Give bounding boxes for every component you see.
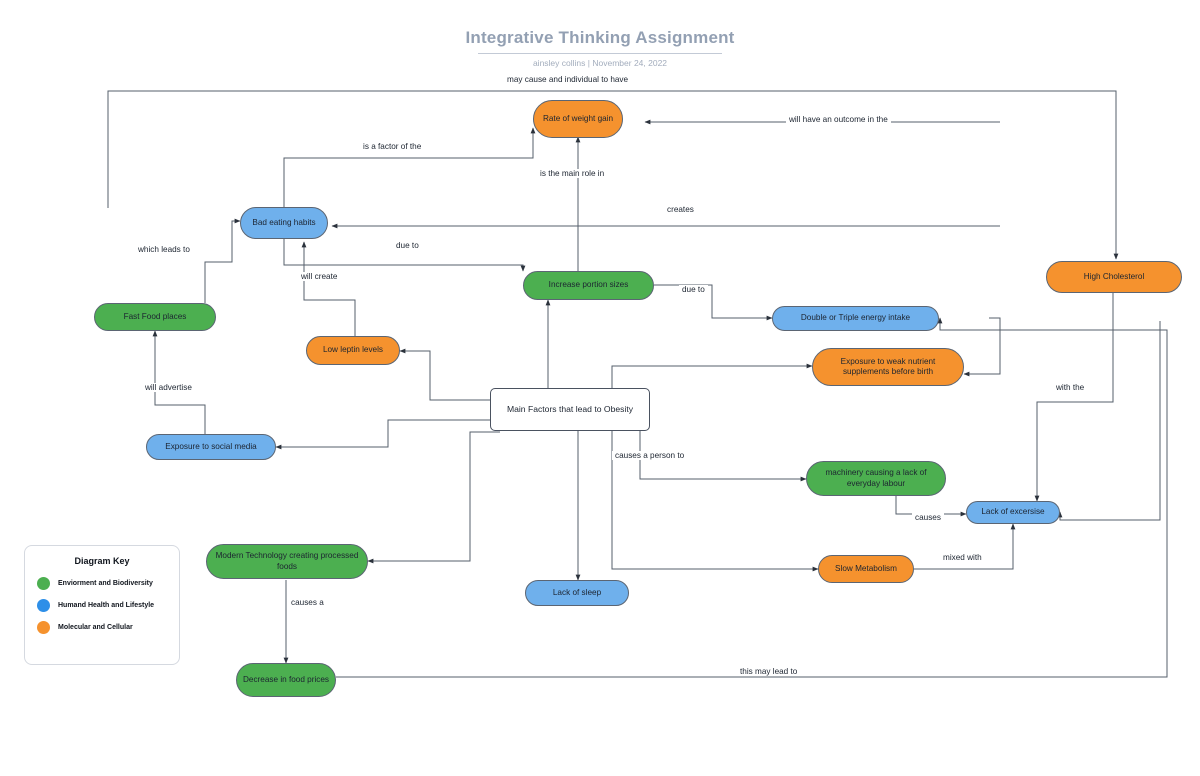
node-label: Decrease in food prices xyxy=(243,674,330,684)
edge-label-causes: causes xyxy=(912,513,944,522)
edge-label-will-have-outcome: will have an outcome in the xyxy=(786,115,891,124)
node-double-or-triple-energy-intake[interactable]: Double or Triple energy intake xyxy=(772,306,939,331)
node-label: Rate of weight gain xyxy=(542,113,614,123)
node-label: Bad eating habits xyxy=(252,217,316,227)
legend-swatch-green-icon xyxy=(37,577,50,590)
node-label: Increase portion sizes xyxy=(548,280,629,290)
legend-item-environment: Enviorment and Biodiversity xyxy=(37,577,167,590)
legend-swatch-blue-icon xyxy=(37,599,50,612)
node-label: Main Factors that lead to Obesity xyxy=(506,404,634,415)
node-machinery-lack-of-labour[interactable]: machinery causing a lack of everyday lab… xyxy=(806,461,946,496)
node-label: Slow Metabolism xyxy=(835,563,897,573)
node-label: High Cholesterol xyxy=(1083,271,1145,281)
edge-label-may-cause: may cause and individual to have xyxy=(504,75,632,84)
node-low-leptin-levels[interactable]: Low leptin levels xyxy=(306,336,400,365)
legend-item-molecular-cellular: Molecular and Cellular xyxy=(37,621,167,634)
node-high-cholesterol[interactable]: High Cholesterol xyxy=(1046,261,1182,293)
node-lack-of-sleep[interactable]: Lack of sleep xyxy=(525,580,629,606)
node-fast-food-places[interactable]: Fast Food places xyxy=(94,303,216,331)
node-increase-portion-sizes[interactable]: Increase portion sizes xyxy=(523,271,654,300)
node-lack-of-excersise[interactable]: Lack of excersise xyxy=(966,501,1060,524)
edge-label-causes-a: causes a xyxy=(288,598,327,607)
document-byline: ainsley collins | November 24, 2022 xyxy=(0,58,1200,68)
edge-label-with-the: with the xyxy=(1053,383,1088,392)
node-slow-metabolism[interactable]: Slow Metabolism xyxy=(818,555,914,583)
node-exposure-to-weak-nutrient-supplements[interactable]: Exposure to weak nutrient supplements be… xyxy=(812,348,964,386)
edge-label-will-create: will create xyxy=(298,272,341,281)
edge-label-creates: creates xyxy=(664,205,697,214)
author-name: ainsley collins xyxy=(532,58,586,68)
edge-label-mixed-with: mixed with xyxy=(940,553,985,562)
node-main-factors-obesity[interactable]: Main Factors that lead to Obesity xyxy=(490,388,650,431)
edge-label-will-advertise: will advertise xyxy=(142,383,195,392)
document-date: November 24, 2022 xyxy=(592,58,668,68)
edge-label-which-leads-to: which leads to xyxy=(135,245,193,254)
node-bad-eating-habits[interactable]: Bad eating habits xyxy=(240,207,328,239)
legend-swatch-orange-icon xyxy=(37,621,50,634)
legend-label: Humand Health and Lifestyle xyxy=(58,601,155,609)
legend-title: Diagram Key xyxy=(74,556,130,566)
node-label: Modern Technology creating processed foo… xyxy=(215,551,359,571)
title-divider xyxy=(478,53,722,54)
legend-label: Molecular and Cellular xyxy=(58,623,133,631)
node-label: Fast Food places xyxy=(123,311,187,321)
legend-item-human-health: Humand Health and Lifestyle xyxy=(37,599,167,612)
edge-label-is-main-role-in: is the main role in xyxy=(537,169,608,178)
node-modern-technology-processed-foods[interactable]: Modern Technology creating processed foo… xyxy=(206,544,368,579)
node-exposure-to-social-media[interactable]: Exposure to social media xyxy=(146,434,276,460)
edge-label-is-factor-of: is a factor of the xyxy=(360,142,425,151)
node-label: machinery causing a lack of everyday lab… xyxy=(825,468,927,488)
node-decrease-in-food-prices[interactable]: Decrease in food prices xyxy=(236,663,336,697)
edge-label-causes-a-person-to: causes a person to xyxy=(612,451,688,460)
title-block: Integrative Thinking Assignment ainsley … xyxy=(0,28,1200,68)
edge-label-due-to-right: due to xyxy=(679,285,708,294)
node-label: Exposure to weak nutrient supplements be… xyxy=(840,356,936,376)
node-label: Lack of excersise xyxy=(981,507,1045,517)
edge-label-this-may-lead-to: this may lead to xyxy=(737,667,801,676)
node-rate-of-weight-gain[interactable]: Rate of weight gain xyxy=(533,100,623,138)
node-label: Double or Triple energy intake xyxy=(800,313,911,323)
node-label: Exposure to social media xyxy=(165,441,257,451)
legend-label: Enviorment and Biodiversity xyxy=(58,579,153,587)
edge-label-due-to-left: due to xyxy=(393,241,422,250)
diagram-key-legend: Diagram Key Enviorment and Biodiversity … xyxy=(24,545,180,665)
page-title: Integrative Thinking Assignment xyxy=(465,28,735,47)
node-label: Lack of sleep xyxy=(552,587,602,597)
byline-separator: | xyxy=(587,58,590,68)
node-label: Low leptin levels xyxy=(322,345,384,355)
